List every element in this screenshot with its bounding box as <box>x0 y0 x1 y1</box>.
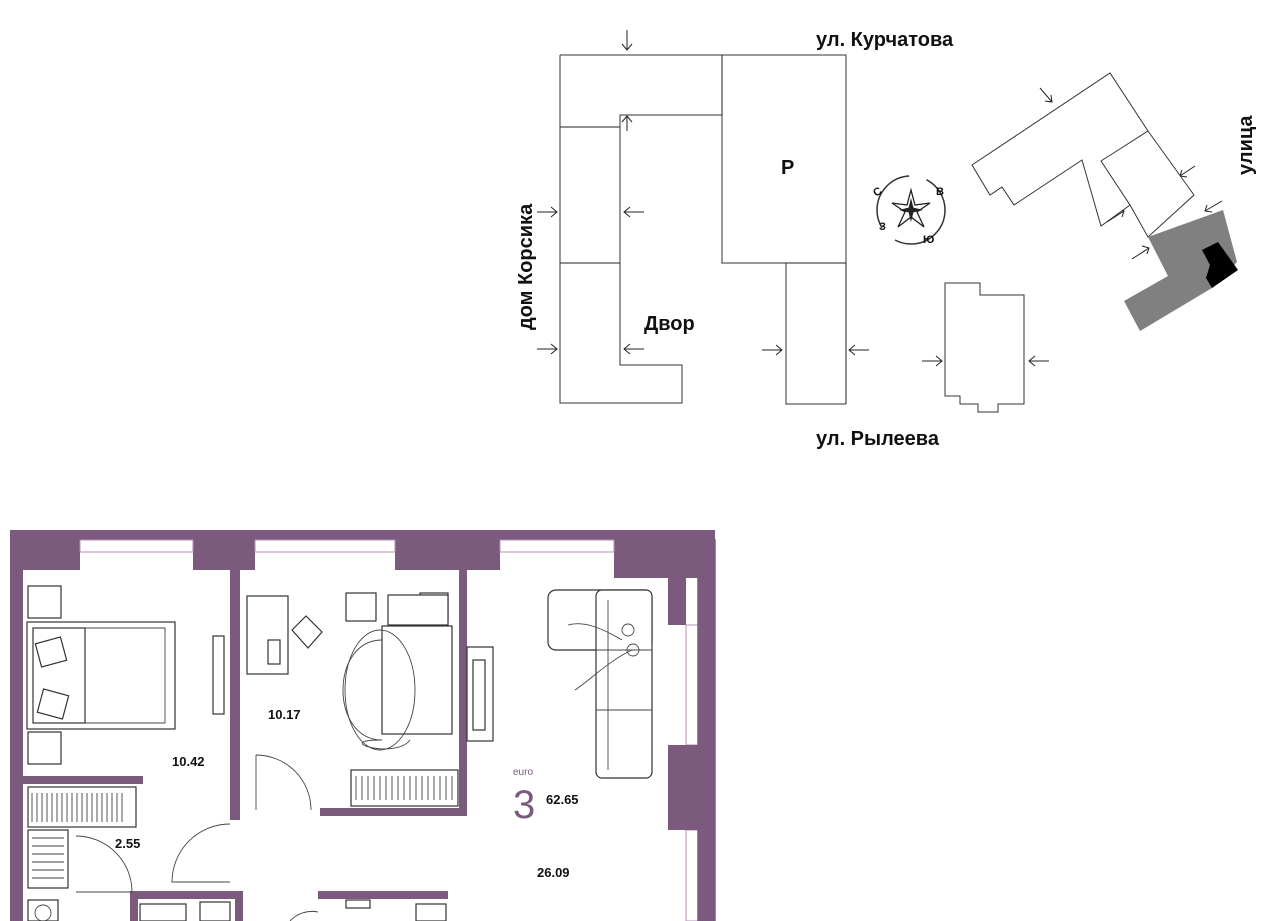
wall <box>23 776 143 784</box>
site-plan: P Двор ул. Курчатова ул. Рылеева дом Кор… <box>515 29 1257 450</box>
arrow-icon <box>1131 245 1150 260</box>
arrow-icon <box>1039 87 1053 103</box>
arrow-icon <box>623 206 644 218</box>
door <box>289 910 319 921</box>
wall <box>459 570 467 815</box>
left-house-label: дом Корсика <box>515 203 537 330</box>
arrow-icon <box>1179 165 1196 178</box>
room-area-study: 10.17 <box>268 707 301 722</box>
arrow-icon <box>922 355 943 367</box>
desk <box>246 595 323 675</box>
target-building-wing <box>1100 130 1195 238</box>
arrow-icon <box>621 30 633 51</box>
wardrobe <box>27 786 137 889</box>
neighbor-building <box>944 282 1025 413</box>
street-right-label: улица <box>1235 115 1257 175</box>
sofa <box>547 589 653 779</box>
arrow-icon <box>1028 355 1049 367</box>
room-area-closet: 2.55 <box>115 836 140 851</box>
wall <box>10 530 23 921</box>
door <box>171 823 231 883</box>
street-bottom-label: ул. Рылеева <box>816 428 940 450</box>
arrow-icon <box>621 115 633 131</box>
rooms-count: 3 <box>513 783 535 827</box>
target-building <box>971 72 1149 227</box>
bathroom-fixtures <box>27 899 447 921</box>
compass-north: С <box>871 185 884 199</box>
room-area-living: 26.09 <box>537 865 570 880</box>
total-area: 62.65 <box>546 792 579 807</box>
wall <box>10 530 80 570</box>
floor-plan: 10.42 10.17 2.55 26.09 euro 3 62.65 <box>10 530 716 921</box>
shelf <box>350 769 459 807</box>
street-top-label: ул. Курчатова <box>816 29 954 51</box>
wall <box>135 891 240 899</box>
parking-label: P <box>781 157 794 179</box>
compass-icon: С В Ю З <box>871 175 946 246</box>
yard-label: Двор <box>644 313 695 335</box>
compass-south: Ю <box>923 234 934 246</box>
wall <box>230 570 240 820</box>
entrance-arrows <box>537 30 1223 367</box>
door <box>255 754 312 811</box>
arrow-icon <box>623 343 644 355</box>
door <box>75 835 133 893</box>
room-area-bedroom: 10.42 <box>172 754 205 769</box>
wall <box>668 540 686 625</box>
compass-east: В <box>936 186 944 198</box>
wall <box>395 530 500 570</box>
wall <box>10 530 715 540</box>
selected-unit <box>1202 242 1238 288</box>
arrow-icon <box>762 344 783 356</box>
selected-section <box>1124 210 1237 331</box>
arrow-icon <box>537 206 558 218</box>
compass-west: З <box>879 221 886 233</box>
wall <box>320 808 467 816</box>
wall <box>193 530 255 570</box>
tv-stand <box>212 635 225 715</box>
type-prefix: euro <box>513 767 533 778</box>
wall <box>318 891 448 899</box>
wall <box>668 745 698 830</box>
arrow-icon <box>537 343 558 355</box>
wall <box>235 891 243 921</box>
arrow-icon <box>848 344 869 356</box>
wall <box>130 891 138 921</box>
sofa-bed <box>342 592 453 751</box>
arrow-icon <box>1204 200 1223 213</box>
bed <box>26 585 176 765</box>
main-block <box>559 54 847 405</box>
